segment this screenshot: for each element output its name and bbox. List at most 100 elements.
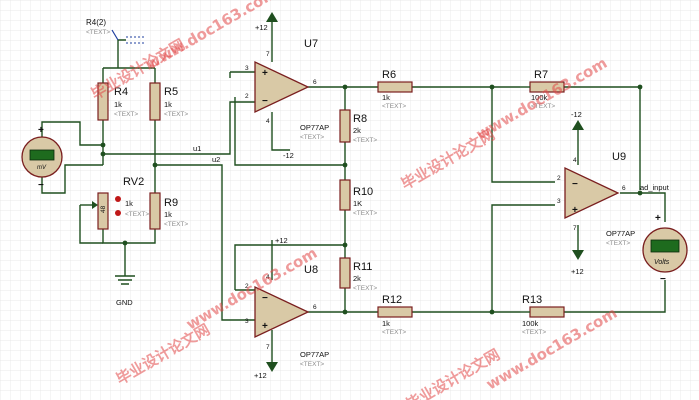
resistor-r10[interactable]: R10 1K <TEXT>: [339, 179, 377, 217]
svg-text:+: +: [572, 205, 578, 216]
svg-text:<TEXT>: <TEXT>: [353, 285, 377, 292]
svg-text:+12: +12: [255, 23, 268, 32]
svg-text:OP77AP: OP77AP: [300, 123, 329, 132]
svg-text:OP77AP: OP77AP: [300, 350, 329, 359]
resistor-r9[interactable]: R9 1k <TEXT>: [149, 192, 188, 230]
svg-text:2k: 2k: [353, 126, 361, 135]
supply-u9-pos: +12: [571, 250, 584, 276]
svg-text:<TEXT>: <TEXT>: [353, 137, 377, 144]
svg-text:-12: -12: [283, 151, 294, 160]
svg-text:<TEXT>: <TEXT>: [353, 210, 377, 217]
resistor-r8[interactable]: R8 2k <TEXT>: [339, 109, 377, 144]
svg-text:+12: +12: [571, 267, 584, 276]
svg-text:R13: R13: [522, 294, 542, 306]
resistor-r13[interactable]: R13 100k <TEXT>: [520, 294, 565, 336]
svg-text:<TEXT>: <TEXT>: [382, 103, 406, 110]
opamp-u8[interactable]: − + 2 3 6 4 7 U8 OP77AP <TEXT>: [245, 264, 329, 368]
volt-meter[interactable]: Volts + −: [642, 213, 688, 285]
svg-text:3: 3: [245, 65, 249, 72]
svg-text:<TEXT>: <TEXT>: [300, 134, 324, 141]
supply-u7-pos: +12: [255, 12, 278, 32]
junction-dots: [100, 84, 643, 315]
svg-text:6: 6: [622, 185, 626, 192]
resistor-r4[interactable]: R4 1k <TEXT>: [97, 82, 138, 121]
svg-text:100k: 100k: [531, 93, 548, 102]
opamp-u7[interactable]: + − 3 2 6 7 4 U7 OP77AP <TEXT>: [245, 38, 329, 141]
volts-unit: Volts: [654, 259, 670, 266]
svg-text:<TEXT>: <TEXT>: [531, 103, 555, 110]
svg-text:R9: R9: [164, 197, 178, 209]
resistor-r12[interactable]: R12 1k <TEXT>: [377, 294, 413, 336]
svg-text:R4: R4: [114, 86, 128, 98]
svg-text:6: 6: [313, 79, 317, 86]
probe-placeholder: <TEXT>: [86, 29, 110, 36]
svg-text:RV2: RV2: [123, 176, 144, 188]
svg-text:-12: -12: [571, 110, 582, 119]
svg-text:R12: R12: [382, 294, 402, 306]
potentiometer-rv2[interactable]: 48 RV2 1k <TEXT>: [80, 176, 149, 230]
svg-text:U8: U8: [304, 264, 318, 276]
svg-text:2: 2: [245, 283, 249, 290]
resistor-r5[interactable]: R5 1k <TEXT>: [149, 82, 188, 121]
svg-text:−: −: [38, 180, 44, 191]
svg-text:1k: 1k: [382, 93, 390, 102]
svg-text:2: 2: [557, 175, 561, 182]
svg-text:−: −: [660, 274, 666, 285]
supply-u8-pos-bottom: +12: [254, 362, 278, 380]
svg-text:4: 4: [266, 274, 270, 281]
svg-text:R6: R6: [382, 69, 396, 81]
svg-text:OP77AP: OP77AP: [606, 229, 635, 238]
net-u1: u1: [193, 144, 201, 153]
svg-text:<TEXT>: <TEXT>: [522, 329, 546, 336]
svg-text:3: 3: [557, 198, 561, 205]
svg-text:1k: 1k: [164, 210, 172, 219]
svg-text:1k: 1k: [382, 319, 390, 328]
svg-text:7: 7: [266, 51, 270, 58]
ground-symbol: GND: [115, 260, 135, 307]
resistor-r7[interactable]: R7 100k <TEXT>: [520, 69, 565, 110]
svg-text:<TEXT>: <TEXT>: [382, 329, 406, 336]
opamp-u9[interactable]: − + 2 3 6 4 7 U9 OP77AP <TEXT>: [557, 151, 635, 247]
gnd-label: GND: [116, 298, 133, 307]
svg-text:R11: R11: [353, 261, 372, 273]
svg-text:1k: 1k: [164, 100, 172, 109]
svg-text:+: +: [262, 321, 268, 332]
svg-text:6: 6: [313, 304, 317, 311]
resistor-r6[interactable]: R6 1k <TEXT>: [377, 69, 413, 110]
svg-text:<TEXT>: <TEXT>: [164, 221, 188, 228]
svg-text:4: 4: [266, 118, 270, 125]
svg-text:−: −: [262, 96, 268, 107]
svg-text:U7: U7: [304, 38, 318, 50]
svg-text:7: 7: [573, 225, 577, 232]
svg-text:7: 7: [266, 344, 270, 351]
pot-percent: 48: [100, 205, 107, 213]
resistor-r11[interactable]: R11 2k <TEXT>: [339, 257, 377, 292]
svg-text:3: 3: [245, 318, 249, 325]
supply-u8-pos-top: +12: [275, 236, 288, 245]
probe-label: R4(2): [86, 18, 106, 27]
svg-text:<TEXT>: <TEXT>: [300, 361, 324, 368]
svg-text:−: −: [572, 179, 578, 190]
svg-text:+12: +12: [254, 371, 267, 380]
supply-u7-neg: -12: [283, 151, 294, 160]
millivolt-meter[interactable]: mV + −: [21, 125, 63, 191]
svg-text:R8: R8: [353, 113, 367, 125]
svg-text:2: 2: [245, 93, 249, 100]
svg-text:+: +: [655, 213, 661, 224]
supply-u9-neg: -12: [571, 110, 584, 130]
svg-text:2k: 2k: [353, 274, 361, 283]
svg-text:1k: 1k: [114, 100, 122, 109]
svg-text:1k: 1k: [125, 199, 133, 208]
svg-text:+: +: [262, 68, 268, 79]
net-ad-input: ad_input: [640, 183, 670, 192]
svg-text:+12: +12: [275, 236, 288, 245]
svg-text:<TEXT>: <TEXT>: [164, 111, 188, 118]
svg-text:<TEXT>: <TEXT>: [606, 240, 630, 247]
net-u2: u2: [212, 155, 220, 164]
svg-text:R5: R5: [164, 86, 178, 98]
net-labels: u1 u2 ad_input: [193, 144, 670, 192]
svg-text:−: −: [262, 293, 268, 304]
svg-text:100k: 100k: [522, 319, 539, 328]
voltage-probe[interactable]: R4(2) <TEXT>: [86, 18, 145, 44]
